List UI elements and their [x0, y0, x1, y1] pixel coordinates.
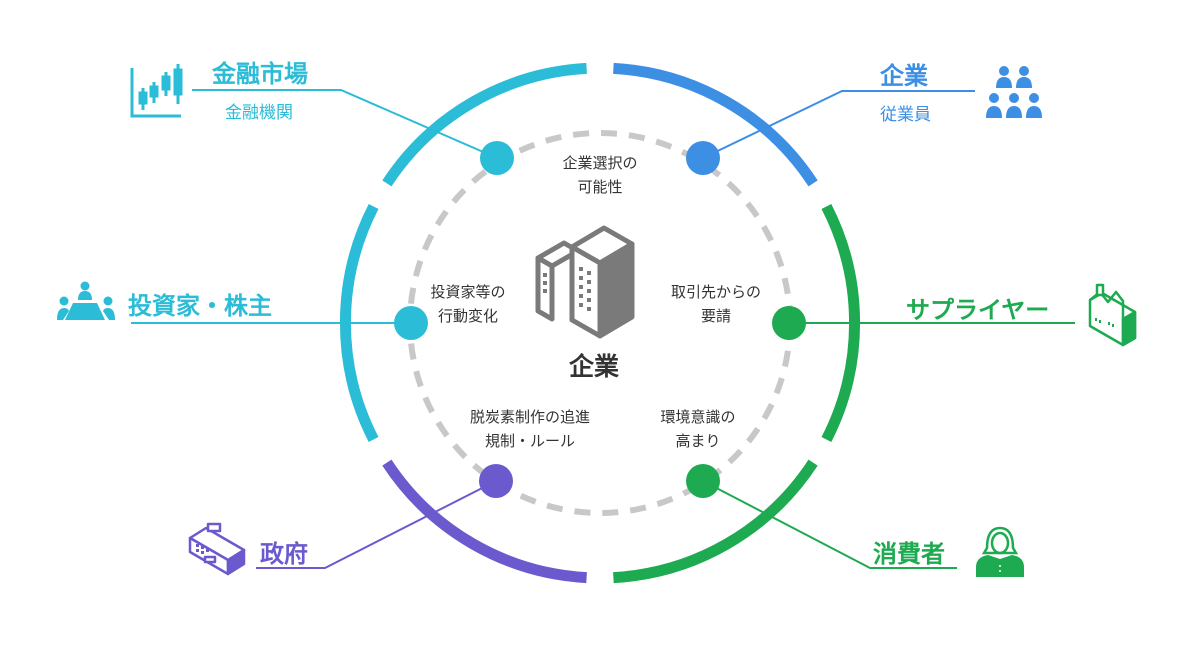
meeting-table-icon — [57, 281, 115, 320]
inner-label-left-line1: 投資家等の — [430, 283, 506, 301]
node-investors — [394, 306, 428, 340]
connector-company — [702, 90, 975, 159]
factory-icon — [1088, 283, 1137, 347]
connector-consumers — [702, 480, 957, 569]
inner-label-bottom-left-line1: 脱炭素制作の追進 — [469, 408, 590, 426]
inner-label-right-line1: 取引先からの — [670, 283, 761, 301]
outer-arc-consumers — [613, 459, 818, 584]
outer-arc-government — [382, 459, 587, 584]
people-group-icon — [986, 66, 1042, 118]
company-subtitle: 従業員 — [880, 105, 931, 125]
inner-label-bottom-right-line1: 環境意識の — [660, 408, 736, 426]
financial-market-title: 金融市場 — [212, 60, 308, 88]
inner-label-bottom-left-line2: 規制・ルール — [484, 432, 575, 450]
outer-arc-financial — [382, 62, 587, 187]
government-building-icon — [188, 522, 246, 576]
woman-person-icon — [976, 526, 1024, 577]
government-title: 政府 — [260, 540, 308, 568]
node-financial — [480, 141, 514, 175]
investors-title: 投資家・株主 — [128, 292, 272, 320]
inner-label-top-line2: 可能性 — [577, 178, 623, 196]
node-suppliers — [772, 306, 806, 340]
node-company — [686, 141, 720, 175]
inner-label-right-line2: 要請 — [700, 307, 731, 325]
inner-label-left: 投資家等の 行動変化 — [418, 280, 518, 328]
inner-label-bottom-right-line2: 高まり — [675, 432, 721, 450]
connector-financial — [192, 89, 498, 159]
inner-label-bottom-right: 環境意識の 高まり — [648, 405, 748, 453]
inner-label-top-line1: 企業選択の — [562, 154, 638, 172]
node-government — [479, 464, 513, 498]
financial-market-subtitle: 金融機関 — [225, 103, 293, 123]
connector-government — [256, 480, 497, 569]
center-title: 企業 — [569, 352, 620, 381]
inner-label-bottom-left: 脱炭素制作の追進 規制・ルール — [450, 405, 610, 453]
inner-label-right: 取引先からの 要請 — [656, 280, 776, 328]
inner-label-left-line2: 行動変化 — [437, 307, 498, 325]
company-title: 企業 — [880, 62, 928, 90]
outer-arc-company — [613, 62, 818, 187]
office-building-icon — [535, 225, 635, 339]
inner-label-top: 企業選択の 可能性 — [560, 151, 640, 199]
suppliers-title: サプライヤー — [906, 296, 1050, 324]
node-consumers — [686, 464, 720, 498]
consumers-title: 消費者 — [873, 540, 945, 568]
candlestick-chart-icon — [130, 64, 183, 118]
